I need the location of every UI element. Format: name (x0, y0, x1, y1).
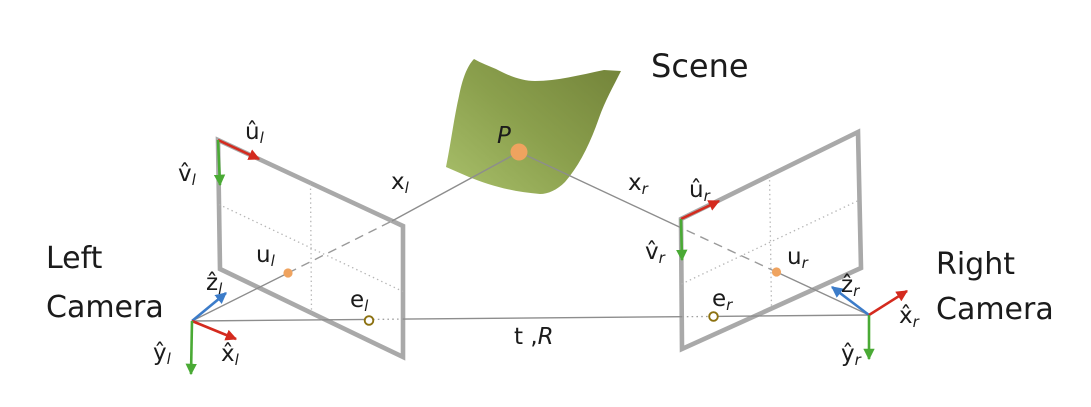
right-camera-x-axis (868, 289, 908, 317)
left-camera-y-axis (185, 320, 197, 376)
label-u-hat-l: ûl (245, 119, 265, 147)
label-v-hat-l: v̂l (178, 161, 197, 189)
label-z-hat-r: ẑr (841, 272, 860, 300)
label-xl: xl (391, 169, 410, 197)
label-v-hat-r: v̂r (645, 239, 666, 267)
label-el: el (350, 287, 369, 315)
baseline-right-solid (713, 314, 870, 318)
label-point-P: P (497, 123, 511, 149)
left-camera-z-axis (191, 291, 227, 323)
epipole-el (363, 315, 375, 326)
label-xr: xr (628, 170, 649, 198)
left-image-plane (215, 136, 406, 361)
label-right-camera-line2: Camera (936, 292, 1054, 327)
right-plane-u-axis (680, 199, 721, 221)
left-plane-u-axis (217, 138, 261, 161)
right-plane-horizontal-centerline (681, 199, 860, 285)
label-scene: Scene (651, 47, 749, 85)
left-plane-horizontal-centerline (218, 203, 404, 293)
label-er: er (712, 286, 733, 314)
label-right-camera-line1: Right (936, 247, 1015, 282)
right-image-plane (678, 128, 864, 353)
label-left-camera-line1: Left (46, 241, 103, 276)
label-left-camera-line2: Camera (46, 290, 164, 325)
label-z-hat-l: ẑl (206, 270, 223, 298)
baseline-middle-solid (402, 316, 683, 320)
ray-right-camera-to-ur (776, 271, 870, 316)
ray-ur-hidden-dashed (681, 227, 777, 273)
label-baseline-tR: t ,R (514, 324, 554, 350)
label-y-hat-r: ŷr (841, 341, 862, 369)
label-x-hat-r: x̂r (899, 303, 920, 331)
scene-point-P (510, 143, 528, 161)
left-plane-v-axis (213, 139, 226, 187)
label-x-hat-l: x̂l (221, 341, 240, 369)
epipole-er (708, 311, 719, 322)
ray-ur-to-P (518, 151, 682, 229)
label-ul: ul (256, 242, 276, 270)
image-point-ur (771, 267, 782, 277)
left-camera-x-axis (191, 319, 238, 341)
label-y-hat-l: ŷl (153, 340, 172, 368)
right-plane-v-axis (676, 218, 688, 262)
baseline-left-solid (191, 318, 370, 322)
image-point-ul (283, 268, 293, 278)
scene-surface (446, 59, 621, 194)
label-ur: ur (787, 244, 809, 272)
right-plane-vertical-centerline (768, 175, 773, 309)
ray-ul-hidden-dashed (287, 220, 393, 274)
label-u-hat-r: ûr (689, 177, 711, 205)
right-camera-z-axis (831, 285, 870, 317)
ray-ul-to-P (391, 151, 520, 222)
ray-left-camera-to-ul (191, 272, 289, 322)
